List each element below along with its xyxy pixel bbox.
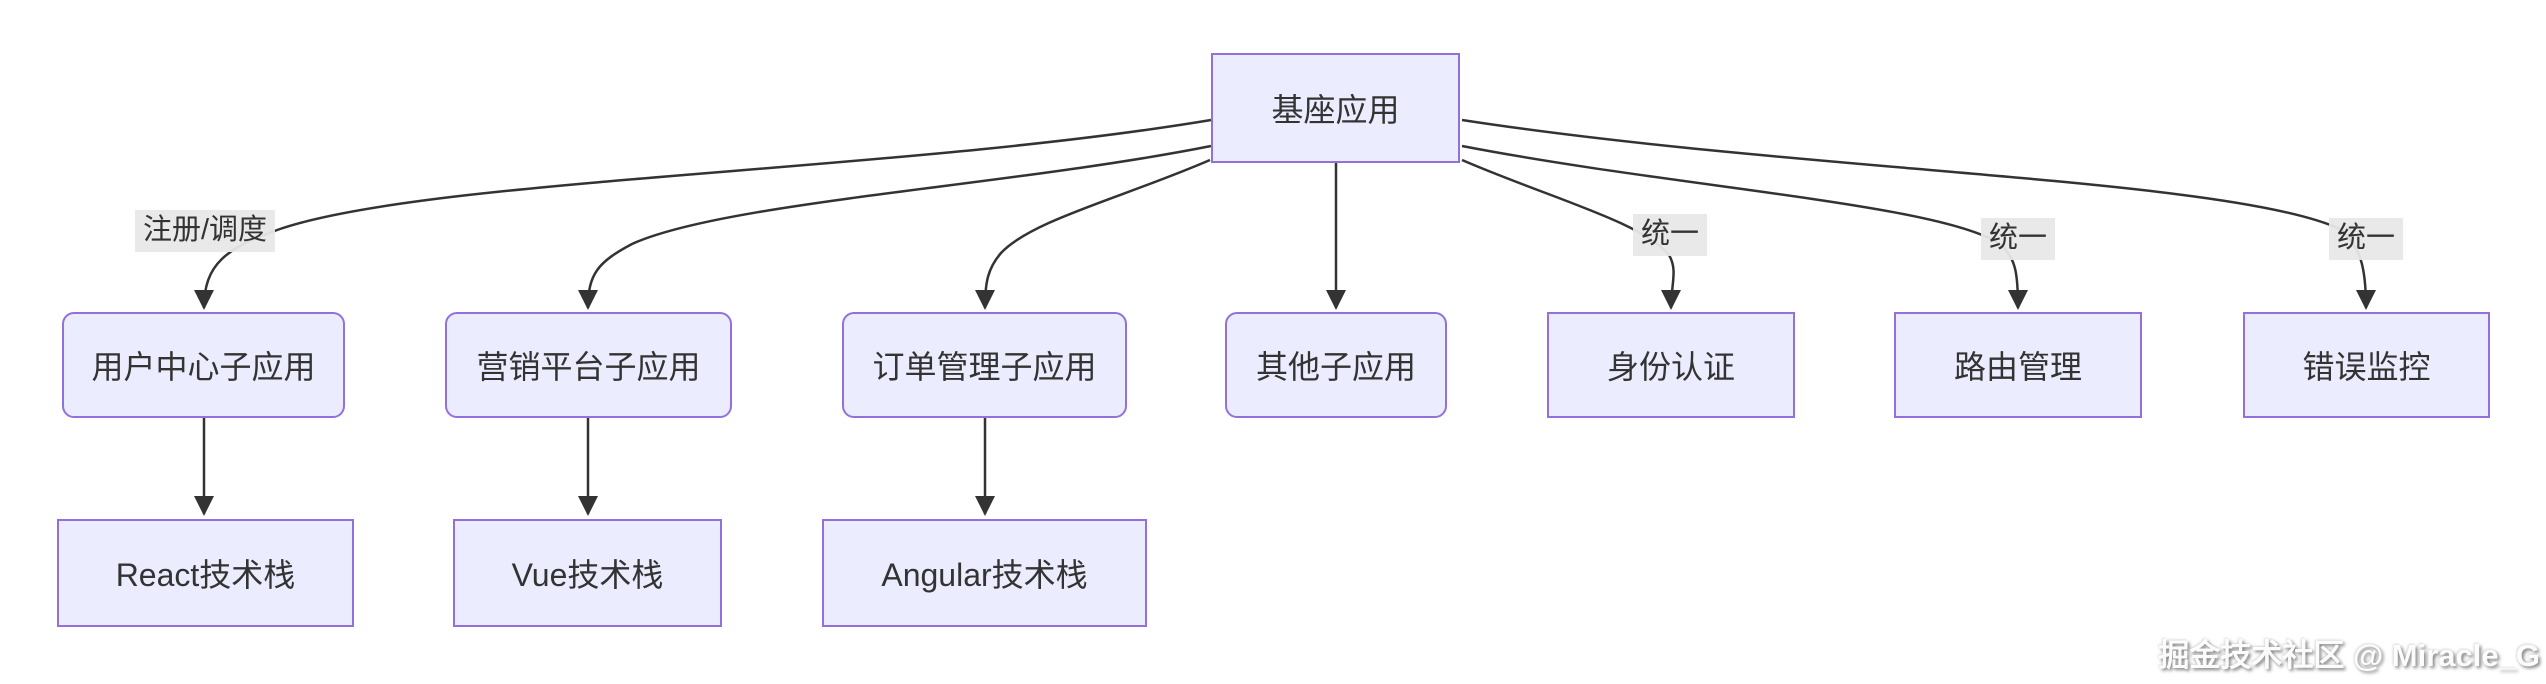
watermark-credit: 掘金技术社区 @ Miracle_G (2158, 638, 2540, 673)
node-angular-stack: Angular技术栈 (822, 519, 1147, 627)
node-vue-stack: Vue技术栈 (453, 519, 722, 627)
edge-base-to-marketing (578, 144, 1212, 310)
edge-label-register-dispatch: 注册/调度 (134, 210, 276, 252)
node-other-subapp: 其他子应用 (1225, 312, 1447, 418)
node-route-management: 路由管理 (1894, 312, 2142, 418)
edge-base-to-user (194, 118, 1212, 310)
node-base-app: 基座应用 (1211, 53, 1460, 163)
node-marketing-platform-subapp: 营销平台子应用 (445, 312, 732, 418)
node-user-center-subapp: 用户中心子应用 (62, 312, 345, 418)
node-react-stack: React技术栈 (57, 519, 354, 627)
edge-label-unified-error: 统一 (2328, 218, 2404, 260)
edge-base-to-order (975, 158, 1211, 310)
node-identity-auth: 身份认证 (1547, 312, 1795, 418)
edge-base-to-router (1461, 144, 2028, 310)
node-order-management-subapp: 订单管理子应用 (842, 312, 1127, 418)
node-error-monitoring: 错误监控 (2243, 312, 2490, 418)
edge-label-unified-auth: 统一 (1632, 214, 1708, 256)
edge-label-unified-router: 统一 (1980, 218, 2056, 260)
